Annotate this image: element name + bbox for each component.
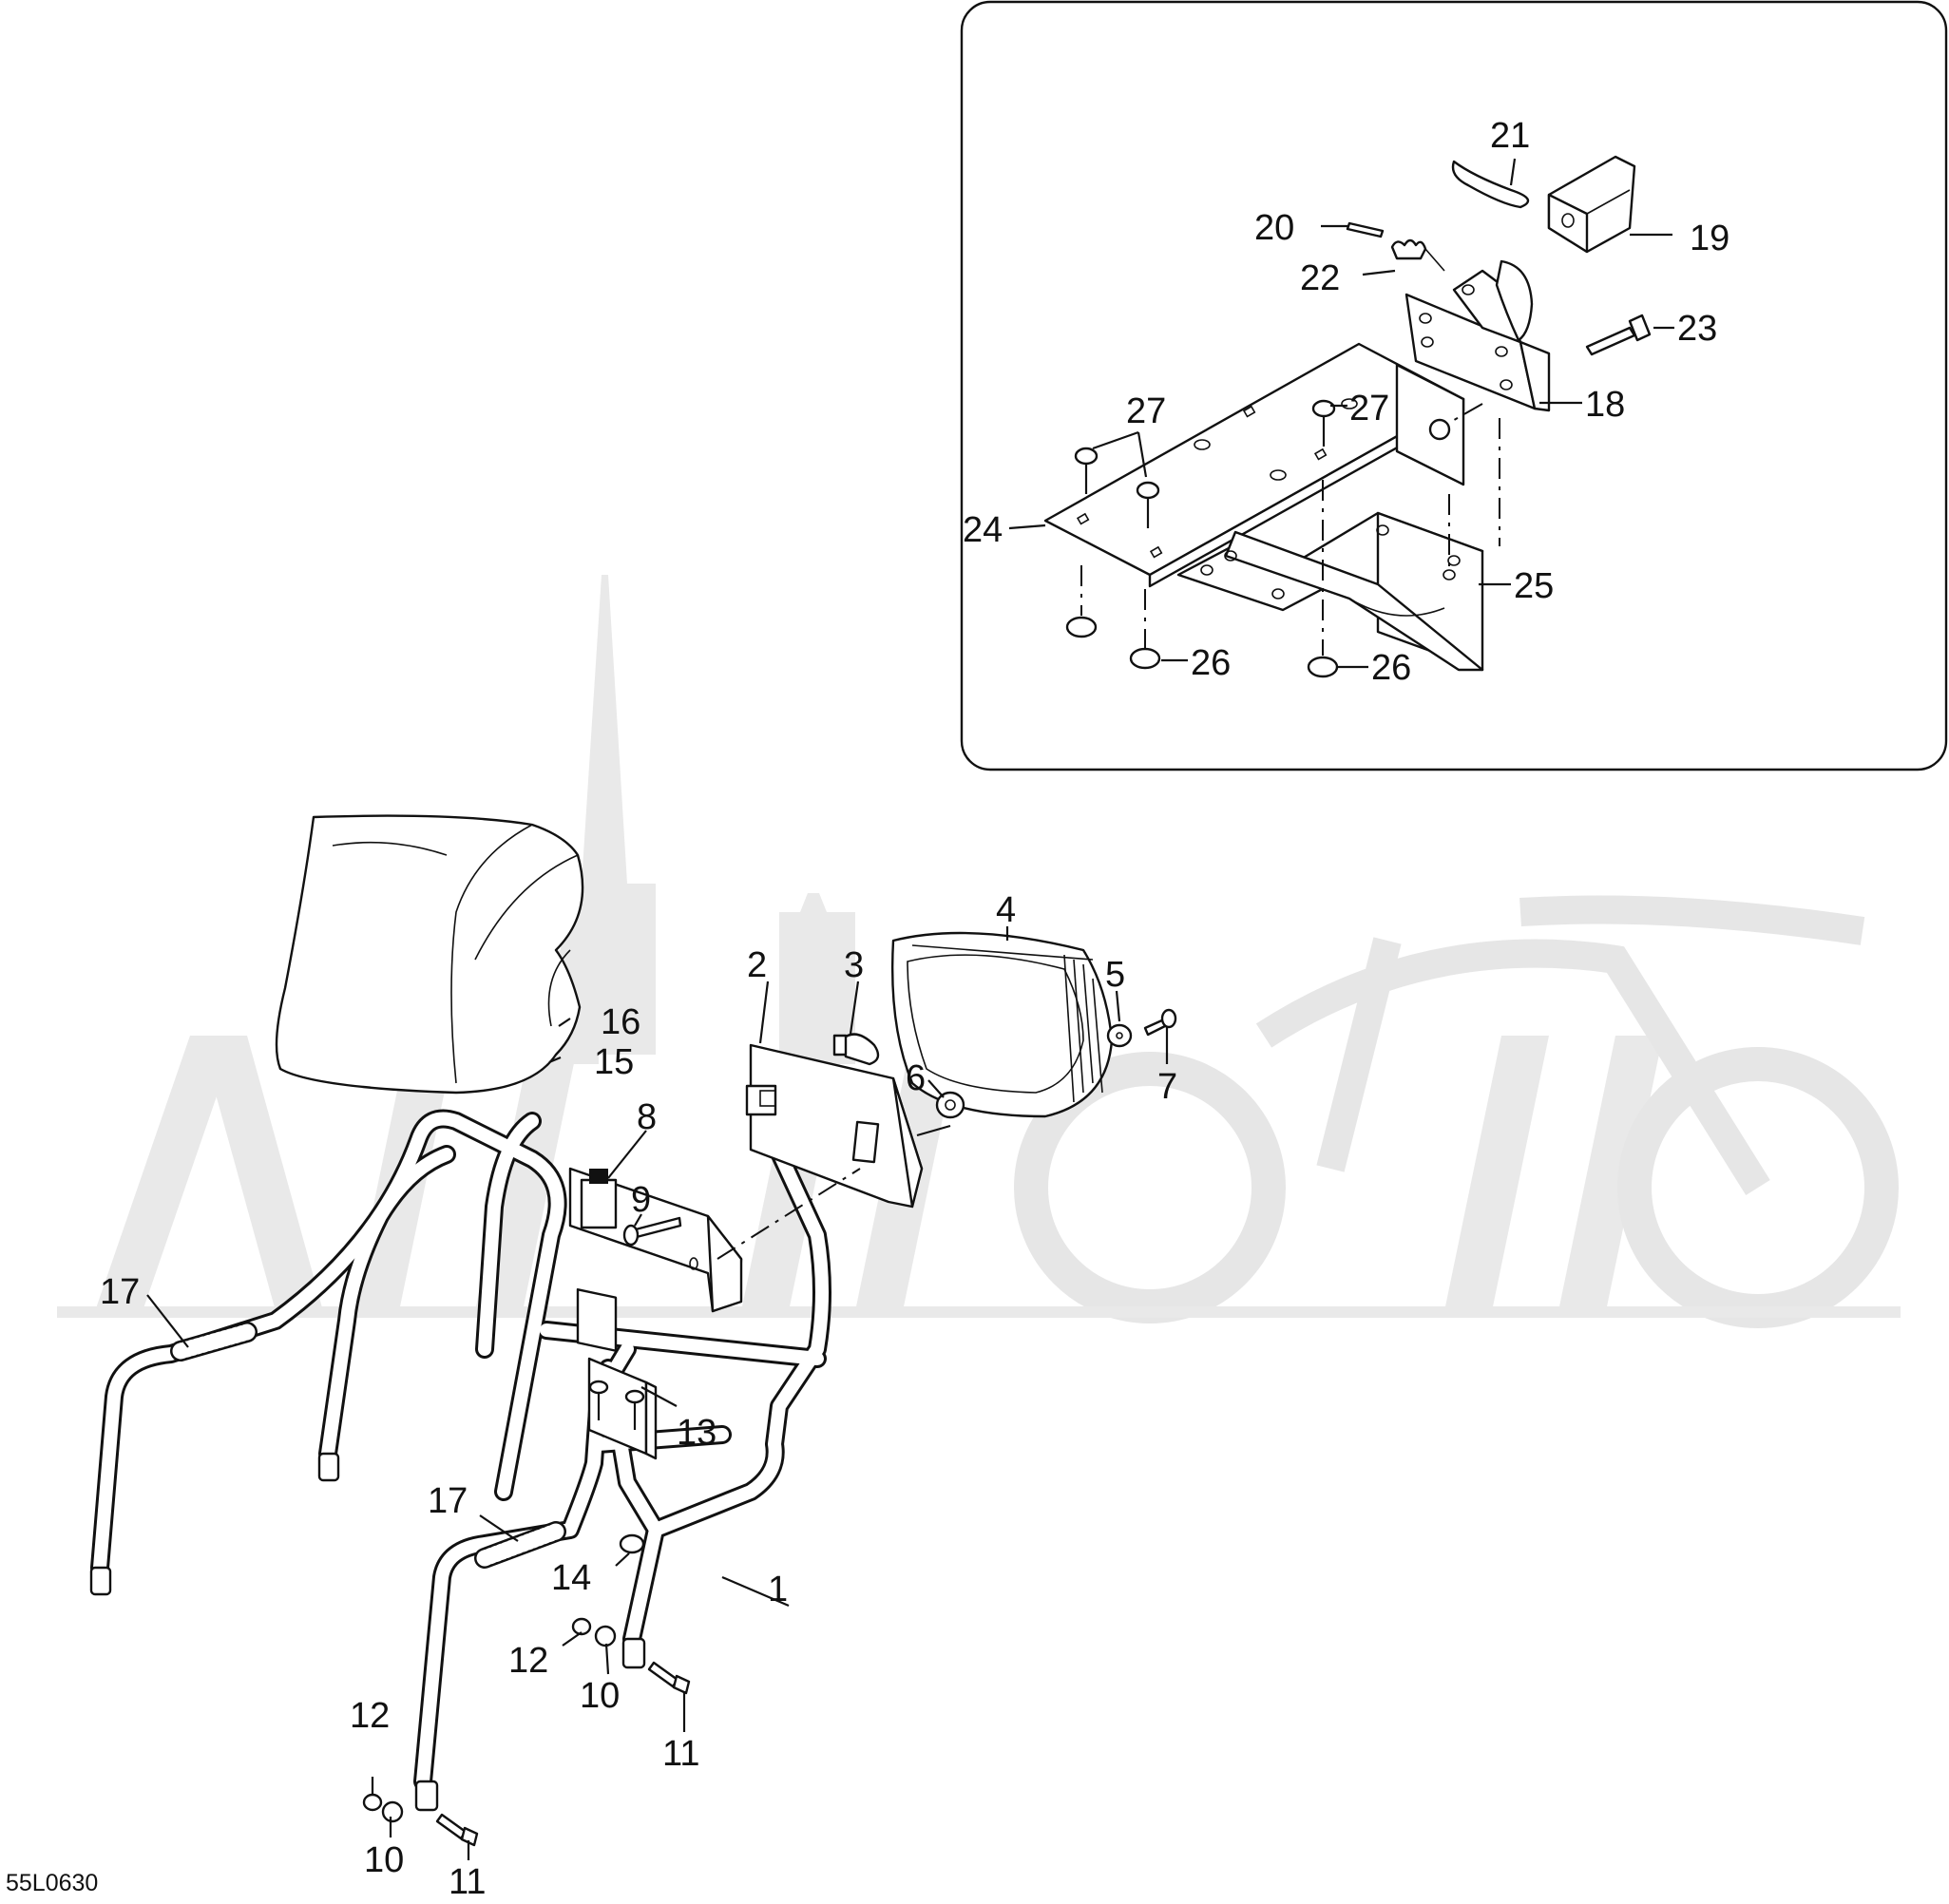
callout-3: 3 xyxy=(844,945,864,985)
callout-17a: 17 xyxy=(100,1272,140,1312)
inset-frame xyxy=(960,0,1948,771)
callout-11b: 11 xyxy=(449,1862,486,1902)
callout-17b: 17 xyxy=(428,1481,468,1521)
callout-12a: 12 xyxy=(508,1641,548,1681)
callout-12b: 12 xyxy=(350,1696,390,1736)
callout-21: 21 xyxy=(1490,116,1530,156)
part-labels: 1 2 3 4 5 6 7 8 9 10 10 11 11 12 12 13 1… xyxy=(6,116,1729,1902)
callout-9: 9 xyxy=(631,1180,651,1220)
callout-6: 6 xyxy=(906,1058,926,1098)
callout-5: 5 xyxy=(1105,955,1125,995)
callout-8: 8 xyxy=(637,1097,657,1137)
callout-11a: 11 xyxy=(662,1734,699,1774)
callout-1: 1 xyxy=(768,1570,788,1609)
hitch-assembly xyxy=(1043,155,1652,678)
callout-19: 19 xyxy=(1690,219,1729,258)
callout-16: 16 xyxy=(601,1002,640,1042)
callout-26b: 26 xyxy=(1371,648,1411,688)
callout-20: 20 xyxy=(1254,208,1294,248)
callout-14: 14 xyxy=(551,1558,591,1598)
callout-10a: 10 xyxy=(580,1676,620,1716)
callout-25: 25 xyxy=(1514,566,1554,606)
callout-24: 24 xyxy=(963,510,1003,550)
callout-7: 7 xyxy=(1157,1067,1177,1107)
callout-4: 4 xyxy=(996,890,1016,930)
diagram-code: 55L0630 xyxy=(6,1870,98,1896)
callout-10b: 10 xyxy=(364,1840,404,1880)
callout-15: 15 xyxy=(594,1042,634,1082)
callout-18: 18 xyxy=(1585,385,1625,425)
callout-22: 22 xyxy=(1300,258,1340,298)
leader-lines xyxy=(146,158,1674,1860)
callout-2: 2 xyxy=(747,945,767,985)
callout-26a: 26 xyxy=(1191,643,1231,683)
callout-13: 13 xyxy=(677,1413,717,1453)
callout-27a: 27 xyxy=(1126,391,1166,431)
callout-27b: 27 xyxy=(1349,389,1389,428)
callout-23: 23 xyxy=(1677,309,1717,349)
rack-and-light-assembly xyxy=(89,814,1177,1847)
